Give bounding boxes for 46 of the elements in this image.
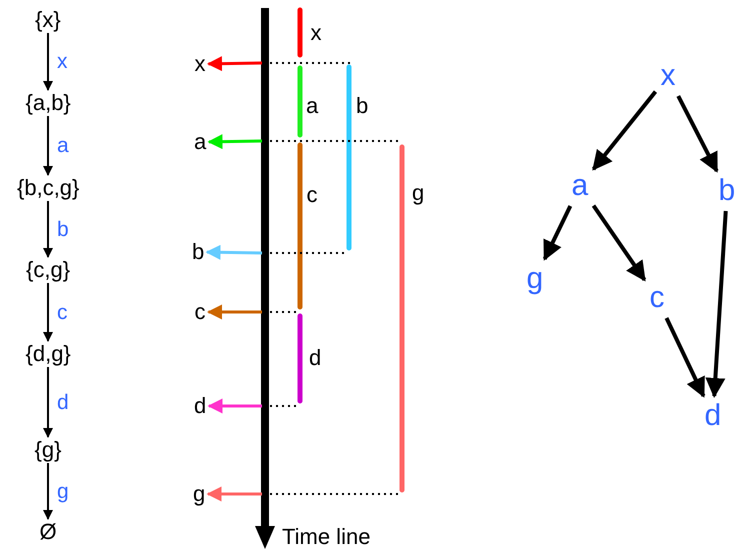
arrow: [592, 204, 646, 282]
interval-label: g: [412, 182, 424, 204]
node-label: Ø: [38, 520, 58, 544]
arrow: [676, 95, 719, 173]
arrow: [43, 283, 53, 342]
arrow: [206, 244, 262, 260]
node-label: b: [191, 240, 206, 264]
node-label: g: [526, 263, 544, 295]
arrow: [208, 398, 262, 414]
node-label: c: [194, 300, 206, 324]
interval-label: b: [356, 95, 368, 117]
arrow: [207, 56, 262, 72]
node-label: x: [660, 60, 676, 92]
node-label: {d,g}: [24, 342, 72, 366]
node-label: {a,b}: [24, 91, 72, 115]
interval-label: d: [309, 347, 322, 369]
node-label: a: [570, 170, 590, 202]
arrow: [206, 486, 262, 502]
node-label: c: [648, 282, 666, 314]
node-label: d: [193, 394, 208, 418]
arrow: [43, 201, 53, 258]
arrow: [43, 463, 53, 520]
node-label: a: [193, 130, 208, 154]
interval-label: x: [310, 22, 322, 44]
arrow: [705, 210, 728, 398]
node-label: g: [192, 482, 206, 506]
node-label: b: [718, 175, 736, 207]
node-label: x: [194, 52, 206, 76]
node-label: {g}: [34, 438, 62, 462]
arrow: [592, 90, 658, 171]
edge-label: b: [57, 218, 69, 240]
node-label: {b,c,g}: [16, 176, 80, 200]
arrow: [207, 304, 262, 320]
node-label: {c,g}: [25, 258, 72, 282]
node-label: d: [704, 400, 722, 432]
edge-label: d: [57, 392, 69, 412]
arrow: [43, 33, 53, 91]
interval-label: a: [306, 95, 318, 117]
axis-label: Time line: [282, 526, 370, 548]
arrow: [43, 367, 53, 438]
arrow: [664, 317, 706, 398]
arrow: [43, 116, 53, 176]
arrow: [542, 205, 572, 261]
interval-label: c: [306, 184, 318, 206]
arrow: [208, 134, 262, 150]
node-label: {x}: [34, 8, 62, 32]
